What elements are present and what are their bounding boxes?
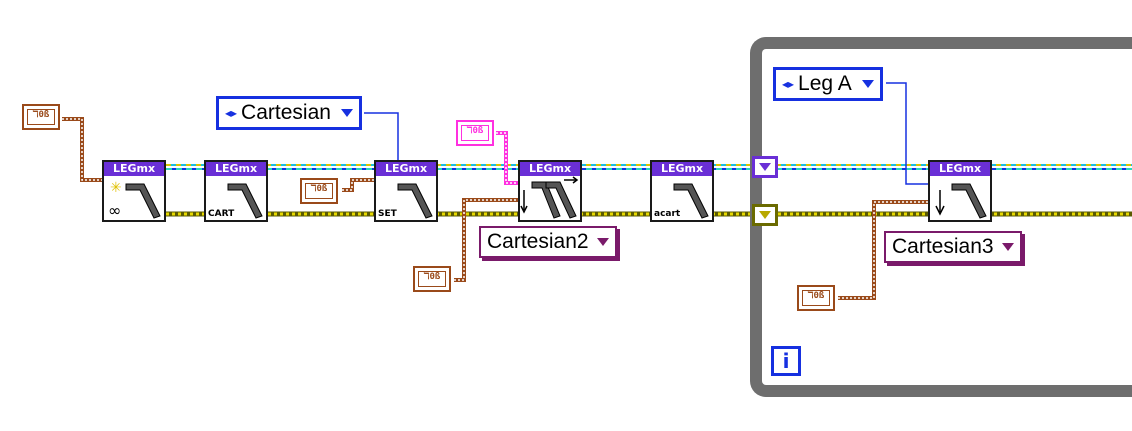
iteration-terminal[interactable]: i — [771, 346, 801, 376]
enum-value: Cartesian2 — [487, 230, 589, 253]
node-header: LEGmx — [104, 162, 164, 176]
enum-constant-cartesian3[interactable]: Cartesian3 — [884, 231, 1022, 263]
node-header: LEGmx — [520, 162, 580, 176]
ring-wires — [364, 82, 936, 185]
node-sublabel: acart — [654, 209, 681, 219]
numeric-constant[interactable]: ℸ0ß — [22, 104, 60, 130]
error-tunnel[interactable] — [752, 204, 778, 226]
while-loop-frame[interactable] — [750, 37, 1132, 397]
down-triangle-icon — [759, 163, 771, 171]
numeric-constant[interactable]: ℸ0ß — [413, 266, 451, 292]
node-header: LEGmx — [930, 162, 990, 176]
leg-arm-icon — [673, 183, 709, 219]
increment-arrows-icon: ◂▸ — [225, 106, 238, 120]
node-header: LEGmx — [206, 162, 266, 176]
ring-constant-leg-a[interactable]: ◂▸ Leg A — [773, 67, 883, 101]
numeric-constant[interactable]: ℸ0ß — [797, 285, 835, 311]
subvi-cart[interactable]: LEGmx CART — [204, 160, 268, 222]
subvi-move[interactable]: LEGmx — [518, 160, 582, 222]
constant-label: ℸ0ß — [32, 110, 50, 120]
node-sublabel: SET — [378, 209, 397, 219]
svg-text:✳: ✳ — [110, 180, 122, 196]
node-header: LEGmx — [652, 162, 712, 176]
subvi-acart[interactable]: LEGmx acart — [650, 160, 714, 222]
subvi-create[interactable]: LEGmx ✳ ∞ — [102, 160, 166, 222]
subvi-read[interactable]: LEGmx — [928, 160, 992, 222]
dropdown-arrow-icon[interactable] — [1001, 243, 1014, 251]
numeric-constant[interactable]: ℸ0ß — [300, 178, 338, 204]
subvi-set[interactable]: LEGmx SET — [374, 160, 438, 222]
constant-label: ℸ0ß — [807, 291, 825, 301]
node-header: LEGmx — [376, 162, 436, 176]
constant-label: ℸ0ß — [310, 184, 328, 194]
ring-value: Cartesian — [241, 101, 331, 124]
multi-leg-arrow-icon — [520, 176, 579, 219]
leg-arrow-icon — [935, 183, 987, 219]
numeric-constant-pink[interactable]: ℸ0ß — [456, 120, 494, 146]
increment-arrows-icon: ◂▸ — [782, 77, 795, 91]
enum-constant-cartesian2[interactable]: Cartesian2 — [479, 226, 617, 258]
class-tunnel[interactable] — [752, 156, 778, 178]
dropdown-arrow-icon[interactable] — [596, 238, 609, 246]
leg-create-icon: ✳ ∞ — [108, 180, 161, 220]
constant-label: ℸ0ß — [466, 126, 484, 136]
dropdown-arrow-icon[interactable] — [340, 109, 353, 117]
pink-wire — [496, 131, 520, 185]
dropdown-arrow-icon[interactable] — [861, 80, 874, 88]
leg-arm-icon — [397, 183, 433, 219]
svg-text:∞: ∞ — [108, 201, 121, 220]
leg-arm-icon — [227, 183, 263, 219]
node-sublabel: CART — [208, 209, 235, 219]
ring-value: Leg A — [798, 72, 852, 95]
constant-label: ℸ0ß — [423, 272, 441, 282]
enum-value: Cartesian3 — [892, 235, 994, 258]
down-triangle-icon — [759, 211, 771, 219]
ring-constant-cartesian[interactable]: ◂▸ Cartesian — [216, 96, 362, 130]
